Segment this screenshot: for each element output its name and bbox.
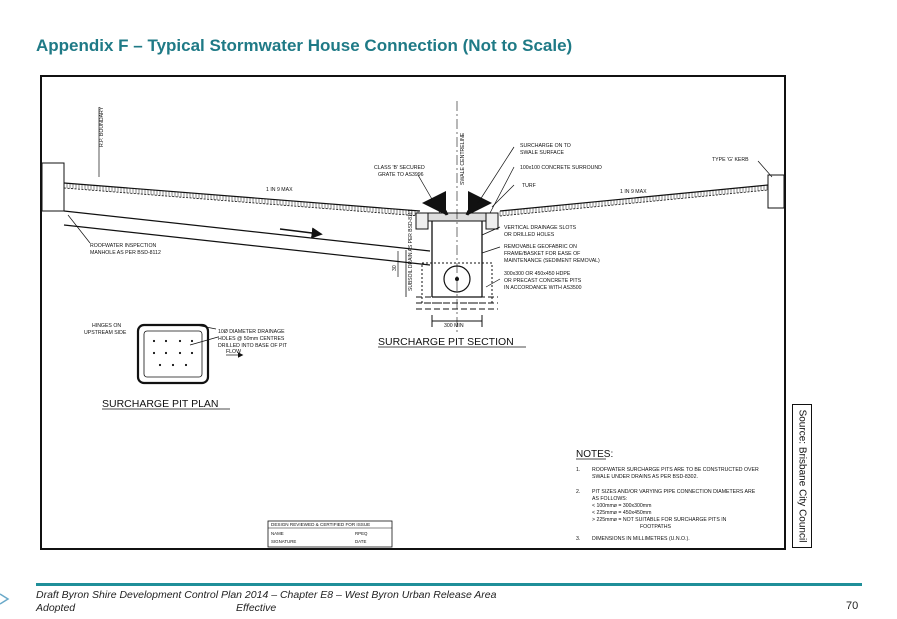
label-holes-3: DRILLED INTO BASE OF PIT xyxy=(218,343,288,349)
surcharge-pit-plan xyxy=(136,323,210,385)
footer-effective: Effective xyxy=(236,602,277,614)
label-dim-30: 30 xyxy=(392,265,398,271)
design-stamp xyxy=(267,520,393,548)
stamp-rpeq: RPEQ xyxy=(355,531,368,536)
label-swale-surface: SWALE SURFACE xyxy=(520,150,564,156)
label-pit-size-2: OR PRECAST CONCRETE PITS xyxy=(504,278,582,284)
drainage-hole xyxy=(190,351,194,355)
label-hinges-2: UPSTREAM SIDE xyxy=(84,330,127,336)
label-subsoil-drain: SUBSOIL DRAIN AS PER BSD-8111 xyxy=(408,209,414,291)
drainage-hole xyxy=(190,339,194,343)
drainage-hole xyxy=(152,339,156,343)
label-kerb: TYPE 'G' KERB xyxy=(712,157,749,163)
drainage-hole xyxy=(158,363,162,367)
stamp-title: DESIGN REVIEWED & CERTIFIED FOR ISSUE xyxy=(271,522,370,527)
ground-surface-left xyxy=(63,182,421,217)
label-geofabric-1: REMOVABLE GEOFABRIC ON xyxy=(504,244,577,250)
note1-number: 1. xyxy=(576,467,580,473)
turf-hatch-left xyxy=(63,183,419,216)
rp-boundary-label: R.P. BOUNDARY xyxy=(99,106,105,147)
drainage-hole xyxy=(152,351,156,355)
drawing-frame xyxy=(40,75,786,550)
label-holes-1: 10Ø DIAMETER DRAINAGE xyxy=(218,329,285,335)
label-concrete-surround: 100x100 CONCRETE SURROUND xyxy=(520,165,602,171)
note2-line4: < 225mmø = 450x450mm xyxy=(592,510,651,516)
plan-title: SURCHARGE PIT PLAN xyxy=(102,398,219,410)
note2-line5: > 225mmø = NOT SUITABLE FOR SURCHARGE PI… xyxy=(592,517,727,523)
label-hinges-1: HINGES ON xyxy=(92,323,121,329)
footer-document-line: Draft Byron Shire Development Control Pl… xyxy=(36,589,497,601)
note1-line2: SWALE UNDER DRAINS AS PER BSD-8302. xyxy=(592,474,698,480)
drainage-hole xyxy=(178,339,182,343)
label-dim-300: 300 MIN xyxy=(444,323,464,329)
label-slots-2: OR DRILLED HOLES xyxy=(504,232,555,238)
label-flow: FLOW xyxy=(226,349,241,355)
stormwater-drawing: R.P. BOUNDARY SURCHARGE ON TO SWALE SURF… xyxy=(41,101,786,548)
drainage-hole xyxy=(164,351,168,355)
label-geofabric-2: FRAME/BASKET FOR EASE OF xyxy=(504,251,580,257)
surcharge-pit-section xyxy=(405,101,499,335)
note1-line1: ROOFWATER SURCHARGE PITS ARE TO BE CONST… xyxy=(592,467,759,473)
page-number: 70 xyxy=(846,600,859,612)
label-manhole-2: MANHOLE AS PER BSD-8112 xyxy=(90,250,161,256)
source-label: Source: Brisbane City Council xyxy=(796,409,808,543)
leader-lines xyxy=(67,107,773,358)
chevron-logo-icon xyxy=(0,593,10,605)
note2-line3: < 100mmø = 300x300mm xyxy=(592,503,651,509)
source-box: Source: Brisbane City Council xyxy=(792,404,812,548)
drainage-holes xyxy=(152,339,194,367)
note3-number: 3. xyxy=(576,536,580,542)
drainage-hole xyxy=(178,351,182,355)
note2-line1: PIT SIZES AND/OR VARYING PIPE CONNECTION… xyxy=(592,489,756,495)
drainage-hole xyxy=(171,363,175,367)
label-surcharge: SURCHARGE ON TO xyxy=(520,143,571,149)
footer-status: Adopted xyxy=(36,602,76,614)
label-holes-2: HOLES @ 50mm CENTRES xyxy=(218,336,285,342)
turf-hatch-right xyxy=(499,185,768,216)
roofwater-pipe xyxy=(63,210,431,266)
boundary-wall xyxy=(41,162,65,212)
label-slope-right: 1 IN 9 MAX xyxy=(620,189,647,195)
note3-line1: DIMENSIONS IN MILLIMETRES (U.N.O.). xyxy=(592,536,690,542)
page-title: Appendix F – Typical Stormwater House Co… xyxy=(36,36,573,55)
label-slots-1: VERTICAL DRAINAGE SLOTS xyxy=(504,225,577,231)
notes-title: NOTES: xyxy=(576,449,613,460)
label-slope-left: 1 IN 9 MAX xyxy=(266,187,293,193)
label-geofabric-3: MAINTENANCE (SEDIMENT REMOVAL) xyxy=(504,258,600,264)
type-g-kerb xyxy=(767,174,785,209)
section-title: SURCHARGE PIT SECTION xyxy=(378,336,514,348)
label-swale-centreline: SWALE CENTRELINE xyxy=(460,132,466,185)
label-pit-size-3: IN ACCORDANCE WITH AS3500 xyxy=(504,285,582,291)
note2-line2: AS FOLLOWS: xyxy=(592,496,627,502)
stamp-name: NAME xyxy=(271,531,284,536)
drainage-hole xyxy=(164,339,168,343)
note2-number: 2. xyxy=(576,489,580,495)
overflow-arrows xyxy=(422,191,492,216)
stamp-signature: SIGNATURE xyxy=(271,539,296,544)
drainage-hole xyxy=(184,363,188,367)
note2-line6: FOOTPATHS xyxy=(640,524,671,530)
label-grate-1: CLASS 'B' SECURED xyxy=(374,165,425,171)
label-grate-2: GRATE TO AS3996 xyxy=(378,172,424,178)
label-manhole-1: ROOFWATER INSPECTION xyxy=(90,243,157,249)
footer-rule xyxy=(36,583,862,586)
stamp-date: DATE xyxy=(355,539,366,544)
label-pit-size-1: 300x300 OR 450x450 HDPE xyxy=(504,271,571,277)
label-turf: TURF xyxy=(522,183,536,189)
